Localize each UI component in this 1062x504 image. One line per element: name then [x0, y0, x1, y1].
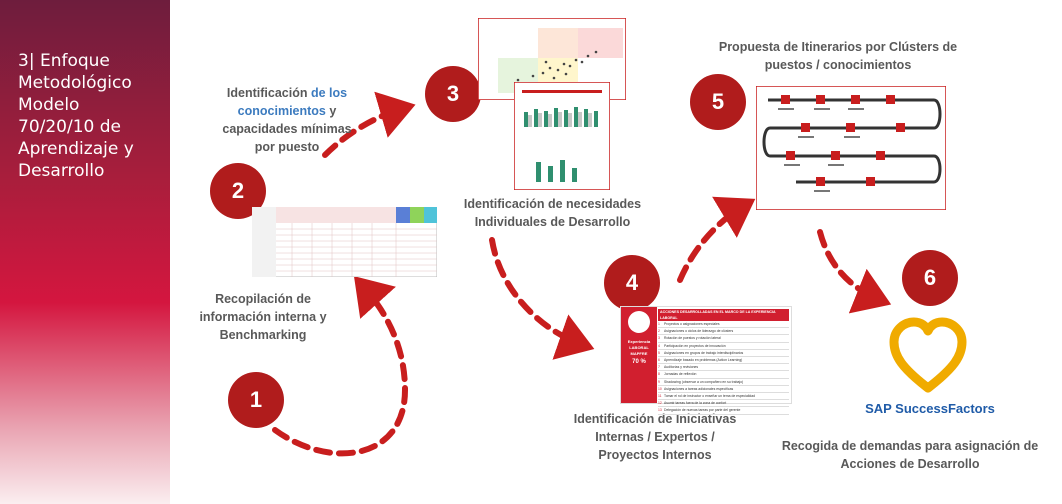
- table-side-panel: Experiencia LABORAL MAPFRE 70 %: [621, 307, 657, 403]
- step-2-label-highlight: de los conocimientos: [237, 86, 348, 118]
- row-number: 13: [658, 408, 662, 413]
- table-row: 8 Jornadas de reflexión: [658, 371, 789, 379]
- row-text: Participación en proyectos de innovación: [664, 343, 726, 348]
- arrow-2-to-3: [322, 91, 416, 158]
- table-row: 2 Asignaciones o ciclos de liderazgo de c…: [658, 328, 789, 336]
- table-row: 7 Auditorías y revisiones: [658, 364, 789, 372]
- table-row: 5 Asignaciones en grupos de trabajo inter…: [658, 350, 789, 358]
- step-1-badge: 1: [228, 372, 284, 428]
- step-2-label: Identificación de los conocimientos y ca…: [212, 84, 362, 156]
- mapfre-logo-icon: [628, 311, 650, 333]
- table-row: 1 Proyectos o asignaciones especiales: [658, 321, 789, 329]
- side-line: LABORAL: [629, 345, 649, 350]
- arrow-1-to-recopilacion: [272, 276, 409, 457]
- step-5-badge: 5: [690, 74, 746, 130]
- step-2-label-part-a: Identificación: [226, 86, 311, 100]
- sidebar-panel: 3| Enfoque Metodológico Modelo 70/20/10 …: [0, 0, 170, 504]
- row-number: 2: [658, 329, 660, 334]
- row-number: 6: [658, 358, 660, 363]
- step-3-badge: 3: [425, 66, 481, 122]
- table-row: 3 Rotación de puestos y rotación lateral: [658, 335, 789, 343]
- arrow-3-to-4: [489, 237, 595, 360]
- row-number: 12: [658, 401, 662, 406]
- row-text: Rotación de puestos y rotación lateral: [664, 336, 721, 341]
- row-number: 10: [658, 386, 662, 391]
- step-4-badge: 4: [604, 255, 660, 311]
- arrow-5-to-6: [817, 229, 892, 314]
- row-text: Asignaciones a tareas adicionales especí…: [664, 386, 734, 391]
- row-number: 7: [658, 365, 660, 370]
- row-number: 3: [658, 336, 660, 341]
- row-number: 1: [658, 322, 660, 326]
- row-text: Asumir tareas fuera de la zona de confor…: [664, 401, 727, 406]
- sidebar-title: 3| Enfoque Metodológico Modelo 70/20/10 …: [18, 51, 134, 181]
- sap-successfactors-logo-text: SAP SuccessFactors: [865, 401, 995, 416]
- table-row: 9 Shadowing (observar a un compañero en s…: [658, 379, 789, 386]
- step-6-badge: 6: [902, 250, 958, 306]
- step-4-label: Identificación de Iniciativas Internas /…: [573, 412, 737, 462]
- row-text: Proyectos o asignaciones especiales: [664, 322, 720, 326]
- row-text: Tomar el rol de instructor o enseñar un …: [664, 394, 756, 399]
- row-number: 4: [658, 343, 660, 348]
- row-number: 9: [658, 379, 660, 384]
- side-line: 70 %: [632, 359, 646, 365]
- side-line: Experiencia: [627, 339, 651, 344]
- row-text: Delegación de nuevas tareas por parte de…: [664, 408, 741, 413]
- row-text: Asignaciones o ciclos de liderazgo de cl…: [664, 329, 734, 334]
- side-line: MAPFRE: [630, 351, 648, 356]
- arrow-4-to-5: [677, 196, 756, 283]
- table-row: 4 Participación en proyectos de innovació…: [658, 343, 789, 350]
- heart-logo-icon: [889, 317, 967, 393]
- step-3-label: Identificación de necesidades Individual…: [463, 197, 642, 229]
- itinerary-thumbnail: [756, 86, 946, 210]
- row-text: Asignaciones en grupos de trabajo interd…: [664, 350, 744, 355]
- table-side-text: Experiencia LABORAL MAPFRE 70 %: [621, 339, 657, 367]
- step-5-label: Propuesta de Itinerarios por Clústers de…: [718, 40, 958, 72]
- competency-matrix-thumbnail: [252, 207, 437, 277]
- step-2-label-part-c: y capacidades mínimas por puesto: [222, 104, 352, 154]
- row-number: 8: [658, 372, 660, 377]
- step-6-label: Recogida de demandas para asignación de …: [781, 439, 1039, 471]
- row-text: Jornadas de reflexión: [664, 372, 697, 377]
- row-number: 5: [658, 350, 660, 355]
- row-text: Aprendizaje basado en problemas (Action …: [664, 358, 743, 363]
- row-text: Shadowing (observar a un compañero en su…: [664, 379, 744, 384]
- table-row: 6 Aprendizaje basado en problemas (Action…: [658, 357, 789, 365]
- iniciativas-table-thumbnail: Experiencia LABORAL MAPFRE 70 % ACCIONES…: [620, 306, 792, 415]
- step-1-label: Recopilación de información interna y Be…: [199, 292, 327, 342]
- row-text: Auditorías y revisiones: [664, 365, 699, 370]
- table-header: ACCIONES DESARROLLADAS EN EL MARCO DE LA…: [658, 309, 789, 321]
- bar-report-thumbnail: [514, 82, 610, 190]
- row-number: 11: [658, 394, 662, 399]
